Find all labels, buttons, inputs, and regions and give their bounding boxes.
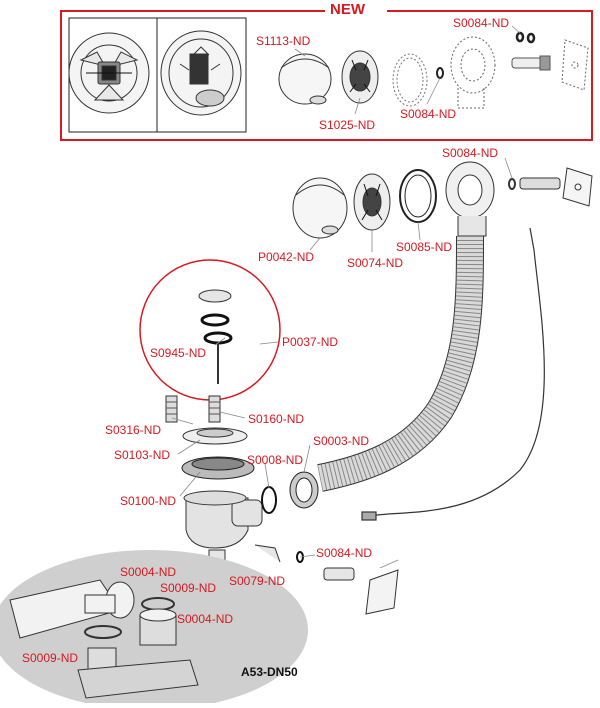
part-label-s0084-top-b: S0084-ND	[400, 107, 457, 121]
bracket-new	[561, 39, 589, 91]
screw-s0160	[208, 395, 221, 423]
part-label-s1113: S1113-ND	[256, 34, 311, 48]
outlet-assembly	[208, 544, 399, 615]
inset-cover-open	[68, 32, 150, 114]
part-label-s0084-top-a: S0084-ND	[453, 16, 510, 30]
part-label-s0945: S0945-ND	[150, 346, 207, 360]
new-parts-frame	[60, 2, 593, 141]
part-label-s0009-b: S0009-ND	[22, 651, 79, 665]
part-label-p0037: P0037-ND	[282, 335, 339, 349]
cover-p0042	[292, 177, 348, 239]
nut-s0100	[181, 456, 255, 480]
plug-detail-circle	[139, 259, 281, 401]
part-label-s0316: S0316-ND	[105, 423, 162, 437]
part-label-s0084-mid: S0084-ND	[442, 146, 499, 160]
inset-cover-closed	[160, 30, 242, 116]
part-label-s0100: S0100-ND	[120, 494, 177, 508]
part-label-s0009-a: S0009-ND	[160, 581, 217, 595]
overflow-body	[445, 161, 495, 237]
part-label-s0004-a: S0004-ND	[120, 565, 177, 579]
gasket-s0085	[399, 169, 437, 223]
part-label-s0004-b: S0004-ND	[177, 612, 234, 626]
callout-a53-dn50	[0, 550, 308, 708]
bowden-cable	[361, 227, 545, 521]
part-label-s1025: S1025-ND	[319, 118, 376, 132]
part-label-p0042: P0042-ND	[258, 250, 315, 264]
model-label: A53-DN50	[241, 665, 298, 679]
part-label-s0160: S0160-ND	[248, 412, 305, 426]
flange-s0103	[182, 427, 248, 445]
gasket-s0008	[261, 486, 277, 514]
overflow-body-new	[450, 36, 496, 109]
part-label-s0085: S0085-ND	[396, 240, 453, 254]
screw-s0316	[165, 395, 178, 423]
spindle-new	[511, 55, 551, 71]
new-label: NEW	[330, 1, 365, 18]
bracket-mid	[562, 167, 593, 207]
gasket-new	[392, 53, 428, 107]
nut-s0003	[289, 471, 319, 509]
o-rings-top-new	[515, 31, 536, 44]
part-label-s0079: S0079-ND	[229, 574, 286, 588]
part-label-s0074: S0074-ND	[347, 256, 404, 270]
flexible-hose-s0003	[317, 235, 484, 492]
drain-body	[183, 490, 263, 549]
part-label-s0103: S0103-ND	[114, 448, 171, 462]
leader-lines	[171, 25, 521, 575]
cover-s1113	[278, 53, 332, 105]
part-label-s0008: S0008-ND	[247, 453, 304, 467]
part-label-s0084-low: S0084-ND	[316, 546, 373, 560]
spindle-mid	[508, 177, 561, 190]
rosette-s1025	[341, 50, 379, 104]
o-ring-mid-new	[436, 67, 444, 79]
part-label-s0003: S0003-ND	[313, 434, 370, 448]
rosette-s0074	[353, 173, 391, 231]
